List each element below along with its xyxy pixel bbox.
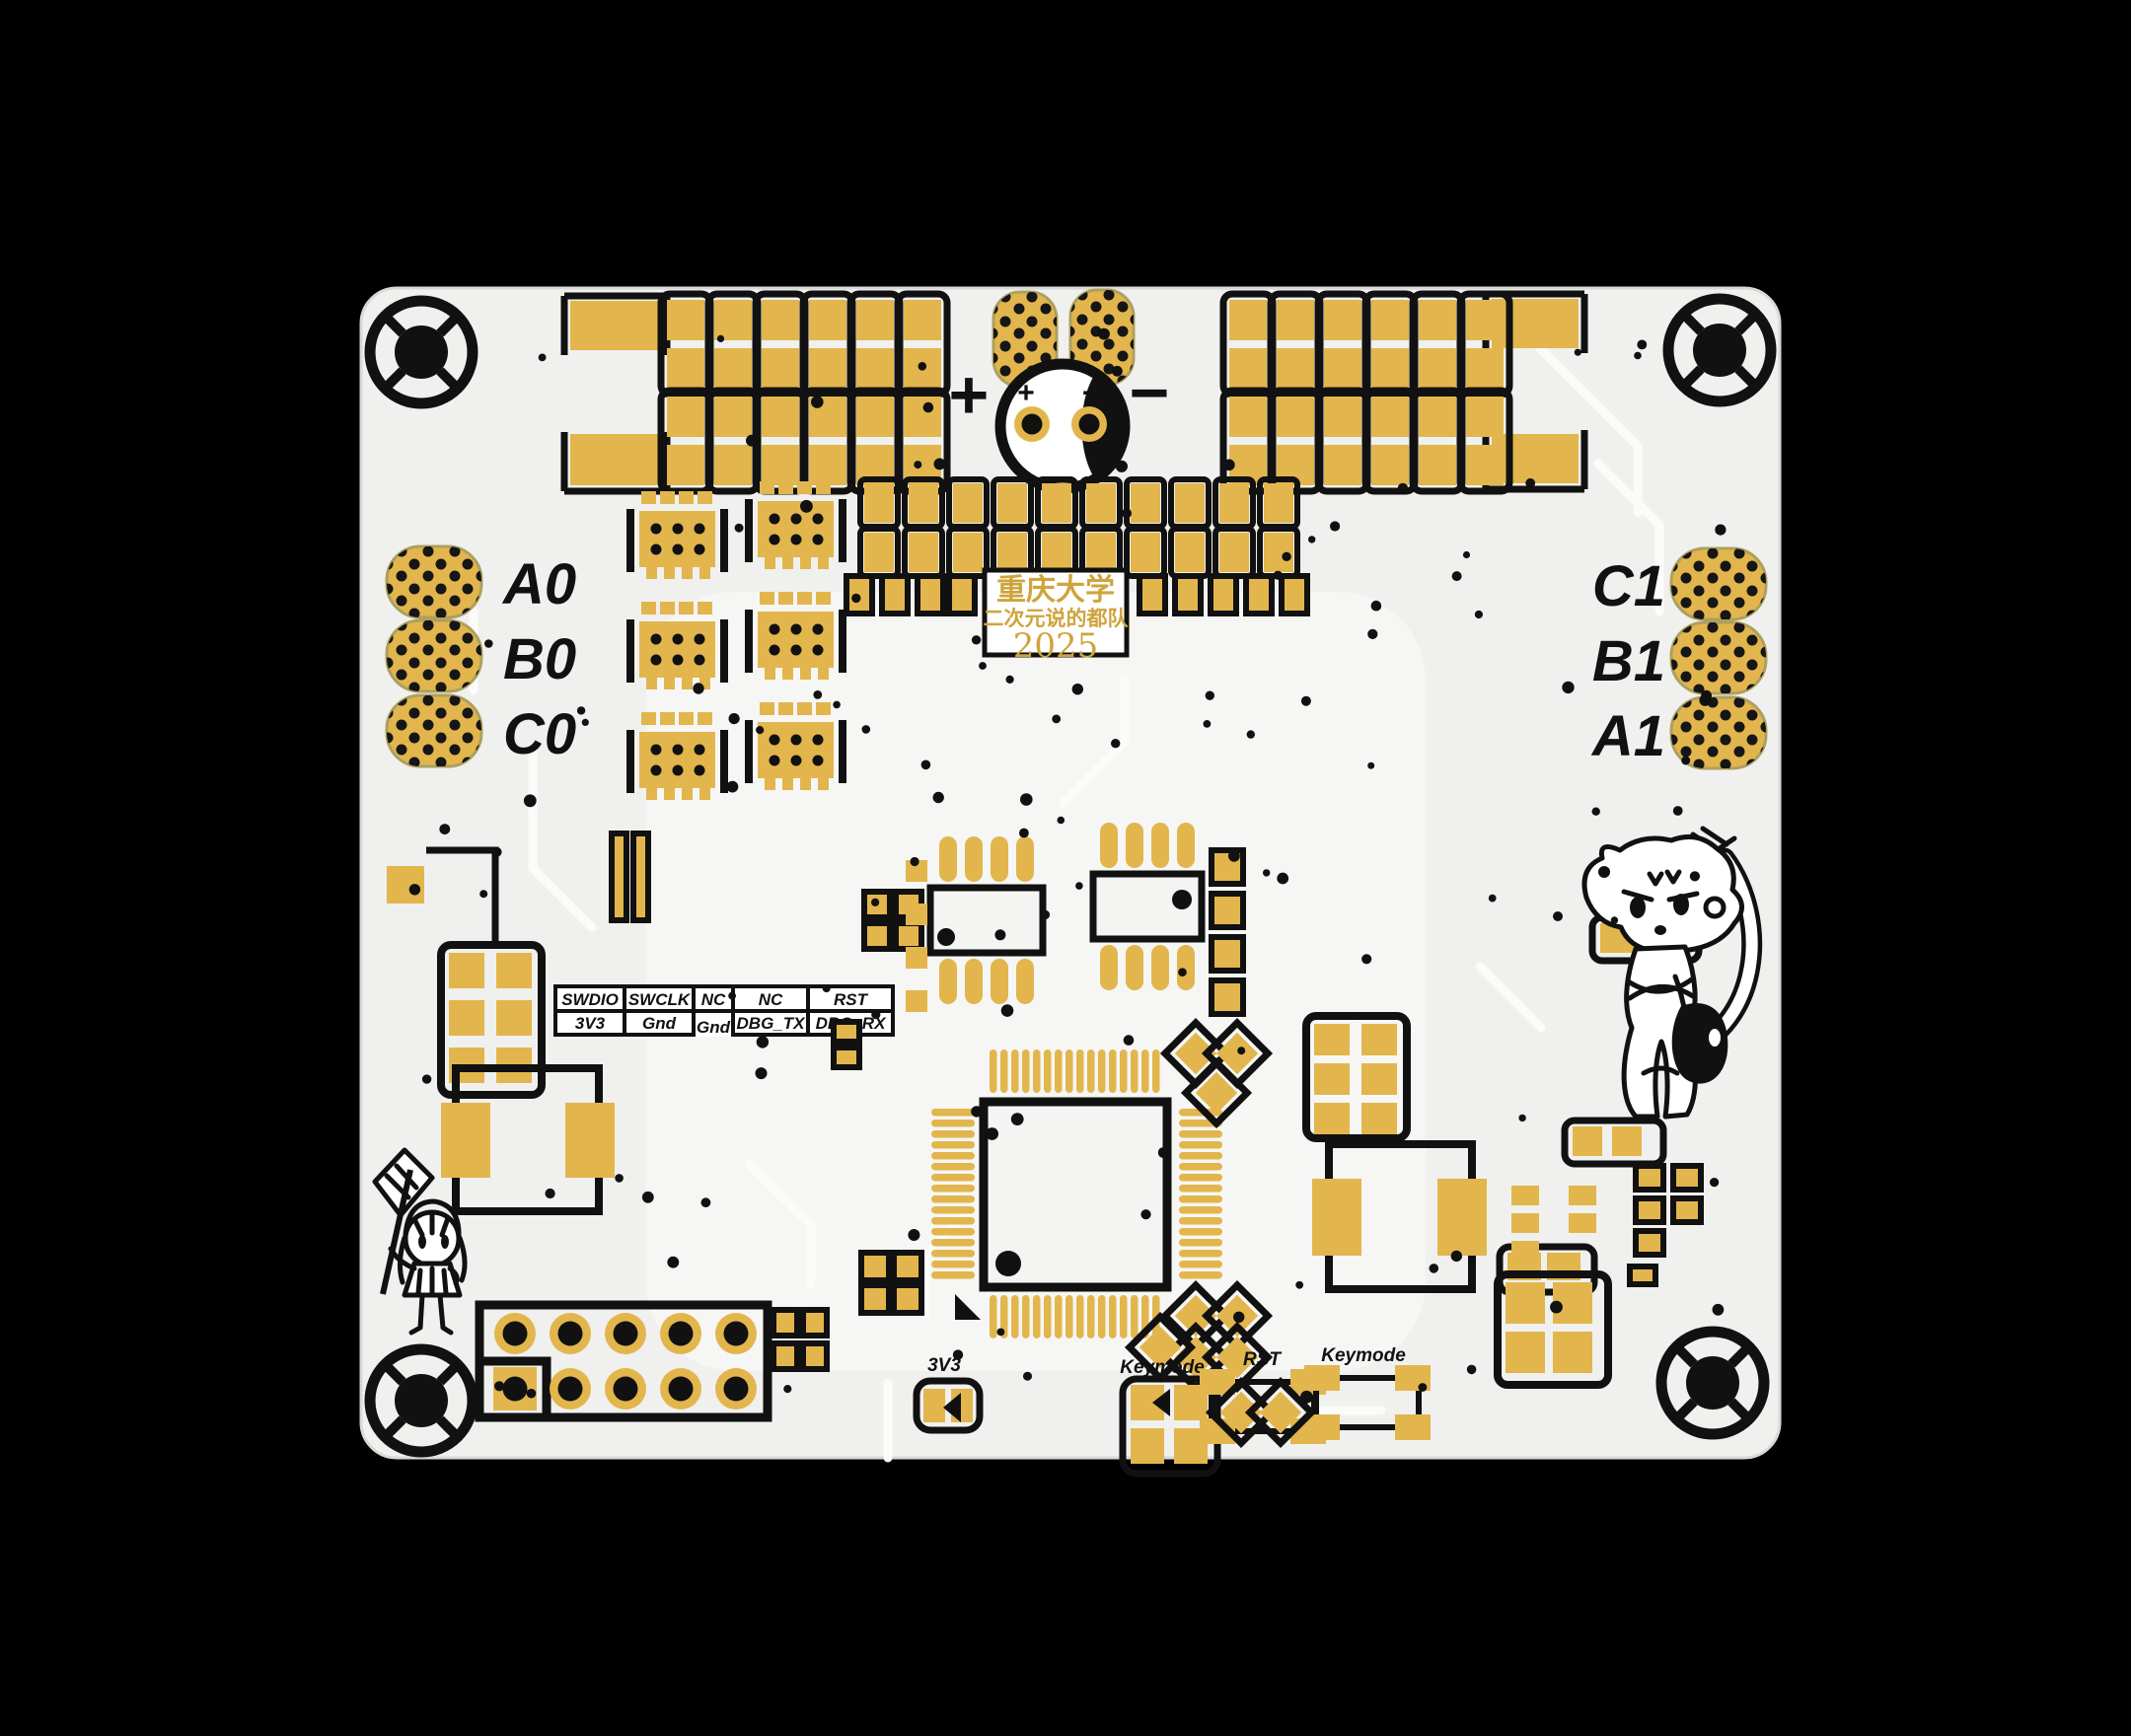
pin-nc1: NC <box>701 990 726 1009</box>
pin1-arrow <box>955 1294 981 1320</box>
inductor-footprint-right <box>1302 1012 1487 1293</box>
inductor-footprint-left <box>441 1064 615 1215</box>
label-keymode-left: Keymode <box>1120 1357 1205 1378</box>
label-rst: RST <box>1243 1349 1282 1370</box>
label-C0: C0 <box>503 702 576 766</box>
soic-chip-right <box>1089 823 1206 990</box>
label-C1: C1 <box>1592 554 1665 618</box>
battery-minus-small: - <box>1082 375 1092 407</box>
title-year: 2025 <box>1013 626 1099 666</box>
diode-3v3: 3V3 <box>913 1355 984 1434</box>
pin-swclk: SWCLK <box>628 990 692 1009</box>
pin-rst: RST <box>834 990 869 1009</box>
capacitor-array-right <box>1223 290 1588 491</box>
battery-plus: + <box>949 356 990 433</box>
pin-swdio: SWDIO <box>561 990 619 1009</box>
diode-keymode-left: Keymode <box>1119 1317 1221 1478</box>
via-dots <box>408 327 1727 1404</box>
title-university: 重庆大学 <box>996 573 1115 607</box>
title-block: 重庆大学 二次元说的都队 2025 <box>982 567 1130 666</box>
soic-chip-left <box>926 836 1047 1004</box>
label-B0: B0 <box>503 627 576 691</box>
pin-dbgtx: DBG_TX <box>737 1014 807 1033</box>
debug-pinout-table: SWDIO SWCLK NC NC RST 3V3 Gnd Gnd DBG_TX… <box>553 984 895 1037</box>
through-hole-header <box>475 1300 830 1422</box>
title-team: 二次元说的都队 <box>984 607 1130 630</box>
pin-gnd2: Gnd <box>697 1018 731 1037</box>
port-pad-C0 <box>385 693 483 768</box>
pin-3v3: 3V3 <box>575 1014 606 1033</box>
label-keymode-right: Keymode <box>1321 1345 1406 1366</box>
battery-footprint: + - + − <box>949 288 1170 494</box>
port-pad-B1 <box>1669 620 1768 695</box>
battery-plus-small: + <box>1017 377 1035 409</box>
label-3v3: 3V3 <box>927 1355 961 1376</box>
rst-button: RST <box>1200 1349 1326 1444</box>
port-pad-B0 <box>385 618 483 693</box>
anime-girl-art <box>372 1147 468 1336</box>
ground-pour-region <box>646 592 1426 1371</box>
battery-minus: − <box>1130 354 1170 431</box>
label-A0: A0 <box>501 552 576 616</box>
port-pad-A0 <box>385 544 483 619</box>
cat-mascot-art <box>1581 826 1763 1120</box>
port-pad-C1 <box>1669 546 1768 621</box>
misc-passives <box>387 573 1704 1443</box>
keymode-button: Keymode <box>1304 1345 1431 1440</box>
label-B1: B1 <box>1592 629 1665 693</box>
copper-traces <box>469 342 1664 1463</box>
pin-gnd1: Gnd <box>642 1014 677 1033</box>
pin-nc2: NC <box>759 990 783 1009</box>
mcu-footprint <box>931 1023 1268 1388</box>
inductor-pads-left <box>609 831 651 923</box>
label-A1: A1 <box>1590 704 1665 768</box>
